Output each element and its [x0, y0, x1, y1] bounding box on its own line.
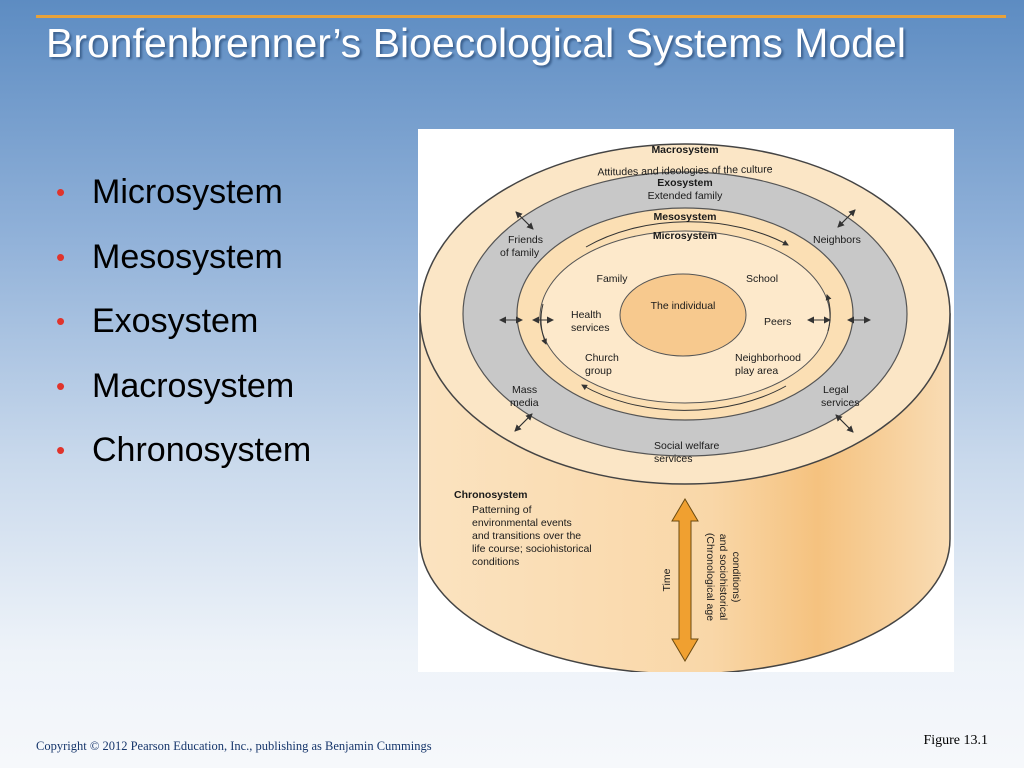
macrosystem-label: Macrosystem [651, 144, 718, 156]
neighborhood-label-2: play area [735, 365, 778, 377]
time-note-line: conditions) [730, 552, 742, 603]
meso-arrow-left [540, 303, 547, 345]
meso-arrow-bottom [581, 384, 787, 411]
friends-of-family-label-2: of family [500, 247, 540, 259]
bullet-item: •Exosystem [56, 294, 311, 359]
health-services-label: Health [571, 309, 602, 321]
bullet-item: •Microsystem [56, 165, 311, 230]
copyright-footer: Copyright © 2012 Pearson Education, Inc.… [36, 739, 432, 753]
time-note-line: (Chronological age [704, 533, 716, 621]
school-label: School [746, 273, 778, 285]
bullet-item: •Mesosystem [56, 230, 311, 295]
bullet-icon: • [56, 241, 66, 272]
church-group-label-2: group [585, 365, 612, 377]
friends-of-family-label: Friends [508, 234, 543, 246]
neighbors-label: Neighbors [813, 234, 861, 246]
bullet-icon: • [56, 177, 66, 207]
meso-arrow-top [585, 221, 789, 248]
bullet-item: •Chronosystem [56, 423, 311, 488]
health-services-label-2: services [571, 322, 610, 334]
radial-arrow [514, 413, 533, 432]
mass-media-label: Mass [512, 384, 537, 396]
social-welfare-label-2: services [654, 453, 693, 465]
legal-services-label: Legal [823, 384, 849, 396]
bullet-icon: • [56, 435, 66, 465]
chronosystem-line: conditions [472, 556, 519, 568]
individual-center [619, 273, 747, 357]
chronosystem-line: and transitions over the [472, 530, 581, 542]
bullet-list: •Microsystem •Mesosystem •Exosystem •Mac… [56, 165, 311, 488]
slide-title: Bronfenbrenner’s Bioecological Systems M… [46, 20, 906, 66]
mass-media-label-2: media [510, 397, 539, 409]
peers-label: Peers [764, 316, 791, 328]
chronosystem-line: life course; sociohistorical [472, 543, 592, 555]
mesosystem-label: Mesosystem [653, 211, 716, 223]
time-label: Time [661, 568, 673, 591]
microsystem-label: Microsystem [653, 230, 717, 242]
individual-label: The individual [651, 300, 716, 312]
figure-number: Figure 13.1 [923, 733, 988, 748]
radial-arrow [837, 209, 856, 228]
church-group-label: Church [585, 352, 619, 364]
macrosystem-description: Attitudes and ideologies of the culture [597, 163, 772, 178]
bullet-icon: • [56, 370, 66, 401]
exosystem-label: Exosystem [657, 177, 712, 189]
chronosystem-line: environmental events [472, 517, 572, 529]
radial-arrow [515, 211, 534, 230]
legal-services-label-2: services [821, 397, 860, 409]
chronosystem-line: Patterning of [472, 504, 532, 516]
radial-arrow [835, 414, 854, 433]
bullet-item: •Macrosystem [56, 359, 311, 424]
social-welfare-label: Social welfare [654, 440, 720, 452]
exosystem-description: Extended family [648, 190, 723, 202]
bullet-icon: • [56, 306, 66, 336]
neighborhood-label: Neighborhood [735, 352, 801, 364]
time-note-line: and sociohistorical [717, 534, 729, 620]
bioecological-diagram: Macrosystem Attitudes and ideologies of … [418, 129, 954, 672]
diagram-svg: Macrosystem Attitudes and ideologies of … [419, 143, 951, 672]
family-label: Family [597, 273, 629, 285]
chronosystem-label: Chronosystem [454, 489, 528, 501]
time-arrow [671, 498, 699, 662]
meso-arrow-right [825, 294, 832, 332]
title-accent-rule [36, 15, 1006, 18]
